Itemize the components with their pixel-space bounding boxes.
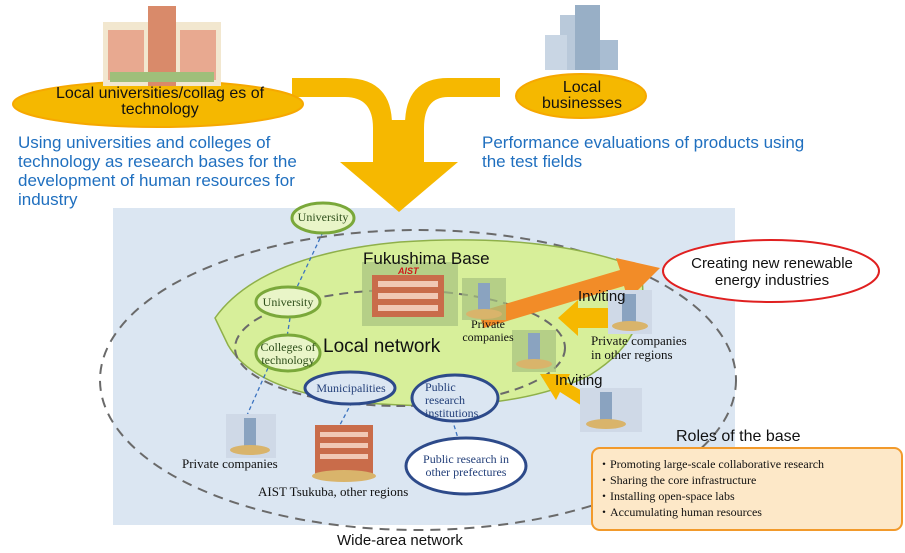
business-buildings-icon [545,5,618,70]
municipalities-bubble [303,370,397,406]
private-companies-bottom-label: Private companies [182,456,278,471]
public-prefectures-label: Public research in other prefectures [423,452,509,479]
private-company-icon-bottom [226,414,276,458]
fukushima-base-label: Fukushima Base [363,249,490,268]
creating-label: Creating new renewable energy industries [691,255,853,289]
private-company-icon-other-2 [580,388,642,432]
local-businesses-description: Performance evaluations of products usin… [482,133,805,171]
university-building-icon [103,6,221,86]
local-businesses-oval [515,73,647,119]
local-universities-description: Using universities and colleges of techn… [18,133,297,209]
aist-tsukuba-label: AIST Tsukuba, other regions [258,484,409,499]
wide-area-ellipse [99,229,737,531]
roles-title: Roles of the base [676,428,801,445]
private-company-icon-middle [512,330,556,372]
local-businesses-label: Local businesses [541,79,623,112]
private-company-icon-inner [462,278,506,320]
public-institutions-label: Public research institutions [425,380,479,420]
creating-arrow [478,258,660,328]
merge-arrow [292,78,500,212]
university-top-bubble [290,201,356,235]
inviting-arrow-1 [558,300,610,336]
creating-oval [662,239,880,303]
colleges-label: Colleges of technology [260,340,316,367]
roles-item: ・Installing open-space labs [598,489,735,503]
private-companies-other-label: Private companies in other regions [591,333,687,362]
public-prefectures-bubble [404,436,528,496]
private-companies-inner-label: Private companies [462,317,514,344]
colleges-bubble [254,333,322,373]
university-inner-label: University [262,295,314,309]
roles-box [591,447,903,531]
roles-item: ・Sharing the core infrastructure [598,473,757,487]
aist-tsukuba-building-icon [312,425,376,482]
private-company-icon-other-1 [608,290,652,334]
fukushima-building-icon [362,262,458,326]
inviting-label-1: Inviting [578,288,626,305]
university-inner-bubble [254,285,322,319]
local-network-label: Local network [323,336,441,357]
aist-logo: AIST [398,266,419,276]
university-top-label: University [297,210,349,224]
public-institutions-bubble [410,373,500,423]
inviting-label-2: Inviting [555,372,603,389]
roles-item: ・Accumulating human resources [598,505,762,519]
wide-area-network-label: Wide-area network [337,532,463,549]
roles-list: ・Promoting large-scale collaborative res… [598,456,824,520]
municipalities-label: Municipalities [316,381,386,395]
roles-item: ・Promoting large-scale collaborative res… [598,457,825,471]
local-universities-label: Local universities/collag es of technolo… [55,85,265,118]
